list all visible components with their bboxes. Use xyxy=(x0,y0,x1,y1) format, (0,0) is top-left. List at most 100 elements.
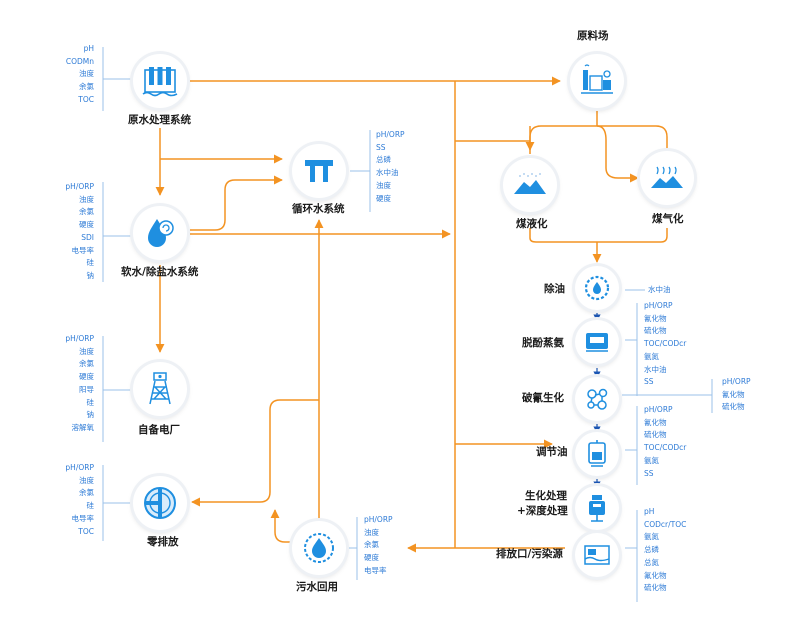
param-item: 水中油 xyxy=(376,168,399,178)
param-item: 浊度 xyxy=(79,346,94,356)
param-item: pH/ORP xyxy=(722,377,751,386)
tank-icon xyxy=(586,333,608,352)
water-treatment-tanks-icon xyxy=(142,67,178,97)
param-item: pH/ORP xyxy=(65,463,94,472)
bracket-outfall xyxy=(625,510,638,602)
param-item: 浊度 xyxy=(79,475,94,485)
param-item: TOC xyxy=(78,526,94,536)
coal-gasification-node[interactable] xyxy=(640,151,694,205)
softening-label: 软水/除盐水系统 xyxy=(121,266,199,278)
param-item: SS xyxy=(644,377,654,387)
param-item: 浊度 xyxy=(79,194,94,204)
decyanide-label: 破氰生化 xyxy=(522,392,564,404)
param-item: 钠 xyxy=(86,270,95,280)
molecule-icon xyxy=(587,388,608,410)
param-item: SDI xyxy=(81,232,94,242)
oil-removal-node[interactable] xyxy=(575,266,619,310)
discharge-valve-icon xyxy=(144,487,176,519)
param-item: 电导率 xyxy=(71,513,95,523)
param-item: 钠 xyxy=(86,410,95,420)
param-item: CODMn xyxy=(65,56,94,66)
param-item: 总磷 xyxy=(644,545,659,555)
oil-removal-params: 水中油 xyxy=(648,284,671,297)
param-item: pH/ORP xyxy=(65,182,94,191)
outfall-node[interactable] xyxy=(575,533,619,577)
param-item: TOC/CODcr xyxy=(644,443,687,453)
raw-water-label: 原水处理系统 xyxy=(128,114,191,126)
param-item: 硬度 xyxy=(364,553,379,563)
param-item: 水中油 xyxy=(648,285,671,294)
param-item: 硫化物 xyxy=(644,326,667,336)
circulating-label: 循环水系统 xyxy=(292,203,345,215)
param-item: TOC xyxy=(78,94,94,104)
param-item: 硅 xyxy=(86,501,95,511)
bracket-decyanide xyxy=(622,379,713,413)
param-item: 电导率 xyxy=(364,565,387,575)
drop-gear-icon xyxy=(304,533,334,563)
adjust-oil-node[interactable] xyxy=(575,432,619,476)
bio-treatment-label-1: 生化处理 xyxy=(525,490,567,502)
factory-icon xyxy=(581,64,613,94)
flow-sewage-to-zero-a xyxy=(270,509,293,543)
dephenol-node[interactable] xyxy=(575,320,619,364)
param-item: 硬度 xyxy=(376,193,391,203)
param-item: 余氯 xyxy=(79,488,94,498)
coal-gasification-label: 煤气化 xyxy=(652,213,684,225)
flow-soft-to-circ xyxy=(190,175,283,231)
water-drop-recycle-icon xyxy=(148,219,174,247)
bracket-sewage xyxy=(345,517,358,580)
param-item: 浊度 xyxy=(79,69,94,79)
param-item: 总磷 xyxy=(376,155,391,165)
param-item: 余氯 xyxy=(79,82,94,92)
flow-coal-bracket xyxy=(529,125,668,154)
zero-discharge-node[interactable] xyxy=(133,476,187,530)
zero-discharge-label: 零排放 xyxy=(147,536,179,548)
param-item: pH/ORP xyxy=(376,130,405,139)
param-item: 硅 xyxy=(86,258,95,268)
bracket-circ xyxy=(350,130,371,212)
param-item: 溶解氧 xyxy=(71,422,95,432)
decyanide-node[interactable] xyxy=(575,377,619,421)
param-item: 浊度 xyxy=(364,527,379,537)
param-item: pH xyxy=(644,507,655,516)
raw-material-node[interactable] xyxy=(570,54,624,108)
bracket-power xyxy=(102,336,132,442)
bracket-process1 xyxy=(625,303,638,396)
param-item: 氟化物 xyxy=(644,570,667,580)
raw-water-node[interactable] xyxy=(133,54,187,108)
coal-liquefaction-node[interactable] xyxy=(503,158,557,212)
gear-drop-icon xyxy=(584,275,610,301)
param-item: SS xyxy=(644,468,654,478)
bracket-soft xyxy=(102,182,132,282)
param-item: pH/ORP xyxy=(65,334,94,343)
coal-pile-icon xyxy=(514,173,546,194)
param-item: 硅 xyxy=(86,397,95,407)
bracket-zero xyxy=(102,465,132,541)
bio-treatment-label-2: +深度处理 xyxy=(517,505,568,517)
bio-treatment-node[interactable] xyxy=(575,486,619,530)
sewage-reuse-node[interactable] xyxy=(292,521,346,575)
circulating-node[interactable] xyxy=(292,144,346,198)
power-plant-node[interactable] xyxy=(133,362,187,416)
softening-node[interactable] xyxy=(133,206,187,260)
power-plant-label: 自备电厂 xyxy=(138,424,180,436)
param-item: 电导率 xyxy=(71,245,95,255)
flow-to-gasification xyxy=(596,125,639,183)
param-item: 硫化物 xyxy=(644,430,667,440)
outfall-pipe-icon xyxy=(584,545,610,565)
zero-discharge-params: pH/ORP 浊度余氯硅电导率 TOC xyxy=(65,462,94,538)
coal-liquefaction-label: 煤液化 xyxy=(516,218,548,230)
adjust-oil-label: 调节油 xyxy=(536,446,568,458)
param-item: 水中油 xyxy=(644,364,667,374)
param-item: pH/ORP xyxy=(644,405,673,414)
bracket-process2 xyxy=(625,406,638,485)
coal-gas-icon xyxy=(651,166,683,188)
bracket-raw xyxy=(102,47,132,111)
